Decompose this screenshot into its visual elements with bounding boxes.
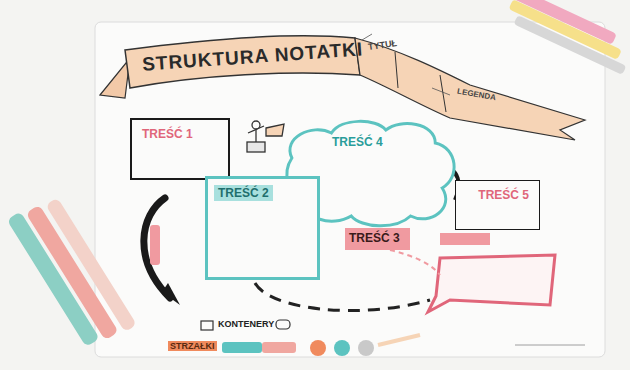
- pens: [503, 0, 626, 75]
- curved-arrow: [144, 198, 180, 305]
- color-strip: [222, 342, 262, 353]
- content-label: TREŚĆ 5: [474, 187, 533, 203]
- frame-icon: [276, 320, 290, 329]
- content-label: TREŚĆ 3: [345, 230, 404, 246]
- frame-icon: [201, 321, 213, 330]
- speech-box: [428, 255, 555, 312]
- content-label: TREŚĆ 4: [328, 134, 387, 150]
- arrow-label: STRZAŁKI: [168, 341, 217, 351]
- dashed-line: [255, 283, 430, 311]
- dashed-line: [390, 250, 440, 275]
- content-label: TREŚĆ 1: [138, 126, 197, 142]
- container-label: KONTENERY: [216, 319, 276, 329]
- content-band: TREŚĆ 3: [345, 228, 410, 250]
- board: [95, 22, 605, 357]
- content-box: TREŚĆ 2: [205, 176, 320, 280]
- content-box: TREŚĆ 5: [455, 180, 540, 230]
- person-icon: [247, 121, 284, 152]
- highlight-bar: [440, 233, 490, 245]
- pens: [7, 197, 137, 347]
- signature-line: [515, 345, 585, 346]
- content-box: TREŚĆ 1: [130, 118, 230, 180]
- color-strip: [262, 342, 296, 353]
- content-label: TREŚĆ 2: [214, 185, 273, 201]
- color-dots: [310, 335, 420, 356]
